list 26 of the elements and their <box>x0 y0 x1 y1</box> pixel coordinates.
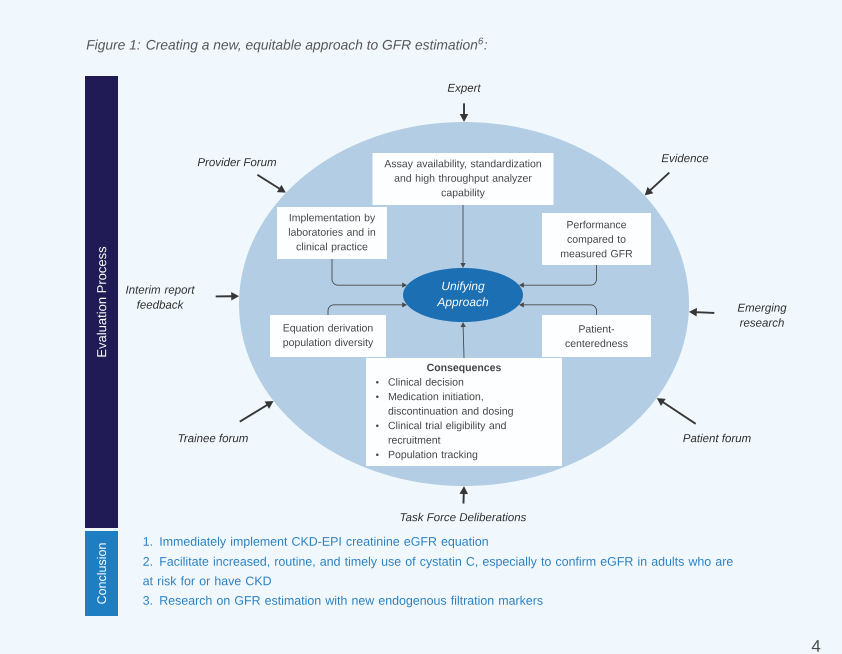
box-heading: Consequences <box>427 364 501 374</box>
text-box: Patient-centeredness <box>542 315 651 357</box>
input-label: Emerging research <box>738 303 786 327</box>
list-item: Clinical decision <box>388 378 464 386</box>
section-band: Evaluation Process <box>85 76 118 528</box>
list-item: 1. Immediately implement CKD-EPI creatinine eGFR equation <box>144 536 488 548</box>
input-label: Patient forum <box>683 434 751 442</box>
text-box <box>366 358 562 466</box>
list-item: Clinical trial eligibility and recruitment <box>388 421 506 444</box>
text-box: Equation derivation population diversity <box>270 315 386 357</box>
page-number: 4 <box>812 640 820 652</box>
section-band: Conclusion <box>85 531 118 616</box>
list-item: Medication initiation, discontinuation and dosing <box>388 392 513 417</box>
list-item: Population tracking <box>388 450 478 460</box>
figure-title: Figure 1: Creating a new, equitable approach to GFR estimation$^{6}$: <box>86 38 488 52</box>
text-box: Implementation by laboratories and in clinical practice <box>277 207 387 259</box>
input-label: Evidence <box>662 154 708 162</box>
input-label: Interim report feedback <box>126 285 195 309</box>
input-label: Task Force Deliberations <box>400 512 526 522</box>
input-label: Provider Forum <box>198 158 276 166</box>
input-label: Expert <box>448 84 482 94</box>
list-item: 3. Research on GFR estimation with new endogenous filtration markers <box>143 596 543 608</box>
list-item: 2. Facilitate increased, routine, and timely use of cystatin C, especially to confirm eGFR in adults who are at risk for or have CKD <box>143 556 733 586</box>
text-box: Performance compared to measured GFR <box>542 213 651 265</box>
text-box: Assay availability, standardization and high throughput analyzer capability <box>372 153 554 205</box>
input-label: Trainee forum <box>178 434 248 442</box>
